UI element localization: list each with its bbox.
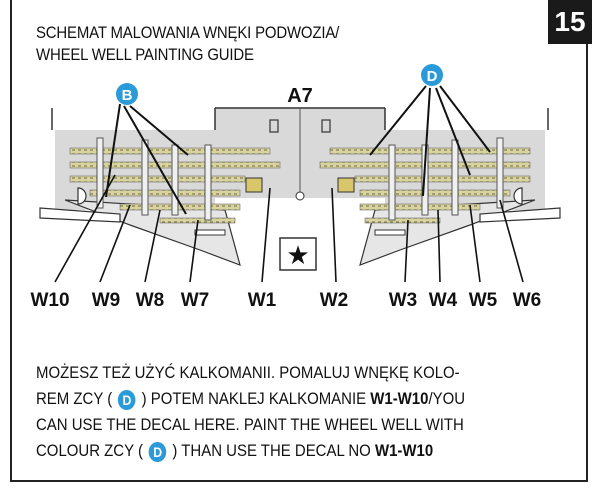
color-callout-b: B xyxy=(105,83,189,215)
decal-range: W1-W10 xyxy=(370,389,429,408)
wheel-well-diagram: ★ A7 xyxy=(30,64,561,311)
decal-label-w4: W4 xyxy=(429,290,458,311)
step-number: 15 xyxy=(548,0,592,44)
decal-label-w10: W10 xyxy=(30,290,69,311)
decal-range: W1-W10 xyxy=(374,441,434,460)
yellow-fittings xyxy=(245,177,355,201)
color-badge-d: D xyxy=(148,441,167,462)
color-badge-d: D xyxy=(118,389,136,410)
decal-label-w7: W7 xyxy=(181,290,210,311)
note-line-2-end: /YOU xyxy=(428,389,466,408)
note-line-2-mid: ) POTEM NAKLEJ KALKOMANIE xyxy=(141,389,367,408)
decal-label-group: W10 W9 W8 W7 W1 W2 W3 W4 W5 W6 xyxy=(30,290,541,311)
note-line-4-mid: ) THAN USE THE DECAL NO xyxy=(172,441,371,460)
lower-wing-structure xyxy=(39,199,561,271)
step-frame xyxy=(10,0,588,482)
d-ring-fittings xyxy=(77,187,523,205)
instruction-note: MOŻESZ TEŻ UŻYĆ KALKOMANII. POMALUJ WNĘK… xyxy=(36,360,465,464)
note-line-2-start: REM ZCY ( xyxy=(36,389,113,408)
decal-label-w2: W2 xyxy=(320,290,349,311)
part-label-a7: A7 xyxy=(287,85,313,107)
note-line-3: CAN USE THE DECAL HERE. PAINT THE WHEEL … xyxy=(36,415,464,434)
page-title: SCHEMAT MALOWANIA WNĘKI PODWOZIA/ WHEEL … xyxy=(36,22,339,66)
title-polish: SCHEMAT MALOWANIA WNĘKI PODWOZIA/ xyxy=(36,23,340,42)
callout-d-letter: D xyxy=(427,68,438,85)
decal-label-w8: W8 xyxy=(136,290,165,311)
decal-label-w5: W5 xyxy=(469,290,498,311)
note-line-1: MOŻESZ TEŻ UŻYĆ KALKOMANII. POMALUJ WNĘK… xyxy=(36,363,460,382)
callout-b-letter: B xyxy=(122,87,133,104)
corner-brackets xyxy=(51,108,549,130)
note-line-2: REM ZCY ( D ) POTEM NAKLEJ KALKOMANIE W1… xyxy=(36,386,465,412)
decal-label-w6: W6 xyxy=(513,290,542,311)
note-line-4-start: COLOUR ZCY ( xyxy=(36,441,143,460)
color-callout-d: D xyxy=(369,64,491,197)
star-icon: ★ xyxy=(286,241,309,271)
decal-leader-lines xyxy=(54,174,524,283)
decal-label-w3: W3 xyxy=(389,290,418,311)
decal-label-w9: W9 xyxy=(92,290,121,311)
title-english: WHEEL WELL PAINTING GUIDE xyxy=(36,45,254,64)
note-line-4: COLOUR ZCY ( D ) THAN USE THE DECAL NO W… xyxy=(36,438,465,464)
decal-label-w1: W1 xyxy=(248,290,277,311)
